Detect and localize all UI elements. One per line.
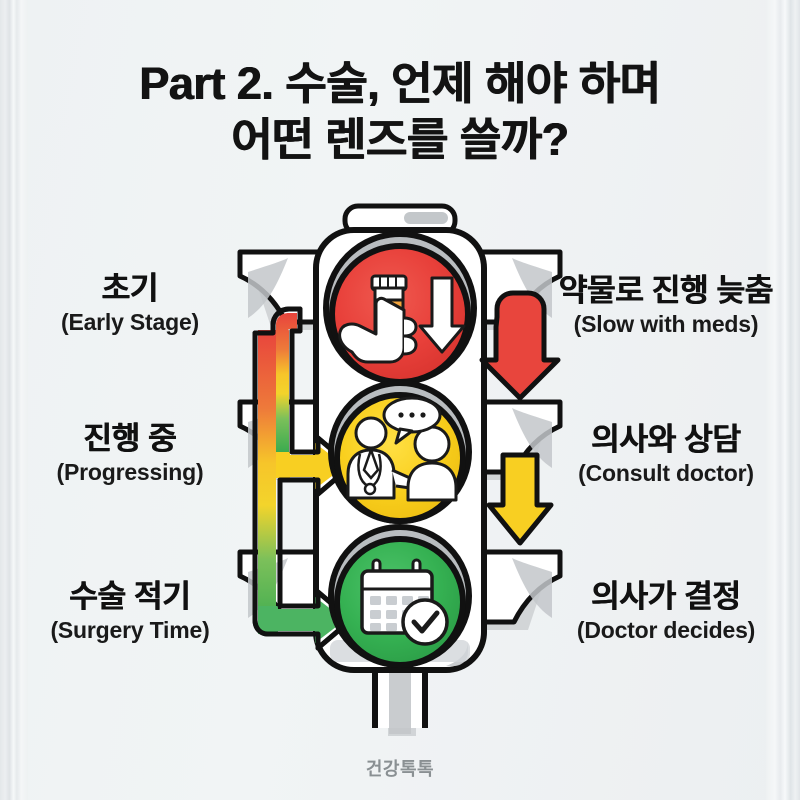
right-flow-arrows [479, 290, 561, 546]
doctor-patient-conversation-icon [346, 396, 458, 502]
hand-holding-pill-bottle-down-arrow-icon [338, 274, 466, 364]
label-meds-kr: 약물로 진행 늦춤 [558, 273, 774, 308]
label-decides-kr: 의사가 결정 [591, 579, 741, 614]
left-flow-arrows [252, 306, 354, 651]
title-line-1: Part 2. 수술, 언제 해야 하며 [139, 58, 661, 109]
label-surgery-time-en: (Surgery Time) [50, 617, 210, 643]
arrow-red-down [479, 290, 561, 401]
label-action-consult-doctor: 의사와 상담 (Consult doctor) [538, 421, 794, 488]
label-consult-en: (Consult doctor) [578, 460, 754, 486]
label-surgery-time-kr: 수술 적기 [69, 579, 191, 614]
page-title: Part 2. 수술, 언제 해야 하며 어떤 렌즈를 쓸까? [0, 56, 800, 168]
lamp-yellow [328, 380, 472, 524]
label-action-doctor-decides: 의사가 결정 (Doctor decides) [538, 578, 794, 645]
title-line-2: 어떤 렌즈를 쓸까? [231, 114, 569, 165]
label-stage-surgery-time: 수술 적기 (Surgery Time) [0, 578, 260, 645]
label-progressing-kr: 진행 중 [83, 421, 177, 456]
label-action-slow-with-meds: 약물로 진행 늦춤 (Slow with meds) [538, 272, 794, 339]
lamp-green [328, 524, 472, 668]
lamp-red [323, 231, 477, 385]
label-early-en: (Early Stage) [60, 309, 199, 335]
label-early-kr: 초기 [101, 271, 159, 306]
label-meds-en: (Slow with meds) [573, 311, 759, 337]
label-stage-progressing: 진행 중 (Progressing) [0, 420, 260, 487]
arrow-yellow-down [486, 452, 554, 546]
label-decides-en: (Doctor decides) [576, 617, 756, 643]
label-consult-kr: 의사와 상담 [591, 422, 741, 457]
right-visor-inner-shadows [512, 258, 552, 618]
watermark: 건강톡톡 [365, 759, 435, 779]
label-stage-early: 초기 (Early Stage) [0, 270, 260, 337]
calendar-check-icon [360, 558, 449, 646]
label-progressing-en: (Progressing) [56, 459, 204, 485]
